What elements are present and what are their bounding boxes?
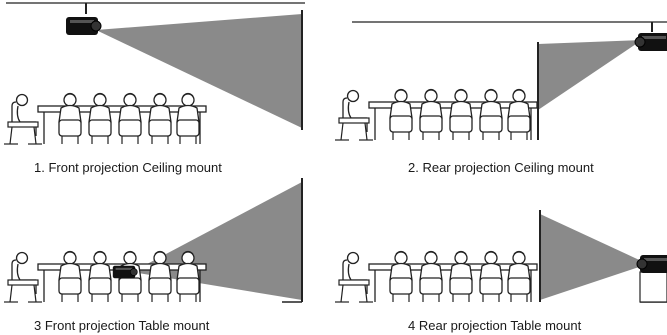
light-beam: [538, 40, 642, 110]
caption-rear-table: 4 Rear projection Table mount: [408, 318, 582, 333]
projector-icon: [636, 254, 667, 274]
audience-icon: [335, 90, 537, 141]
audience-icon: [335, 252, 537, 303]
light-beam: [540, 214, 648, 300]
panel-rear-ceiling: [335, 21, 667, 141]
panel-rear-table: [335, 210, 667, 303]
caption-front-ceiling: 1. Front projection Ceiling mount: [34, 160, 222, 175]
caption-rear-ceiling: 2. Rear projection Ceiling mount: [408, 160, 594, 175]
projector-icon: [634, 32, 667, 52]
projector-table: [639, 271, 667, 303]
panel-front-table: [4, 178, 303, 303]
light-beam: [96, 14, 302, 128]
projector-icon: [65, 16, 102, 36]
projector-icon: [112, 265, 138, 279]
panel-front-ceiling: [4, 2, 305, 145]
audience-icon: [4, 94, 206, 145]
caption-front-table: 3 Front projection Table mount: [34, 318, 210, 333]
